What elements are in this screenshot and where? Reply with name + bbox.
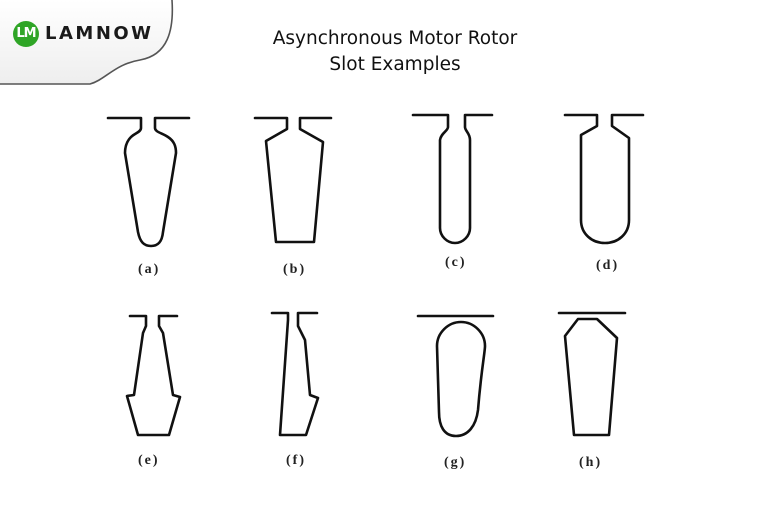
slot-shape-c bbox=[411, 113, 494, 245]
slot-label-b: (b) bbox=[283, 262, 307, 277]
slot-shape-d bbox=[563, 113, 645, 245]
slot-shape-b bbox=[253, 116, 333, 244]
slot-label-h: (h) bbox=[579, 455, 603, 470]
slot-label-d: (d) bbox=[596, 258, 620, 273]
logo-badge-icon: LM bbox=[13, 21, 39, 47]
logo-tab-shape bbox=[0, 0, 174, 85]
title-line-1: Asynchronous Motor Rotor bbox=[272, 28, 518, 49]
slot-label-g: (g) bbox=[444, 455, 467, 470]
brand-name: LAMNOW bbox=[45, 23, 154, 44]
slot-shape-a bbox=[106, 116, 191, 248]
brand-logo-tab: LM LAMNOW bbox=[0, 0, 190, 95]
slot-label-e: (e) bbox=[138, 453, 160, 468]
title-line-2: Slot Examples bbox=[329, 54, 461, 75]
slot-label-c: (c) bbox=[445, 255, 467, 270]
slot-label-f: (f) bbox=[286, 453, 306, 468]
slot-label-a: (a) bbox=[138, 262, 161, 277]
slot-shape-h bbox=[557, 311, 627, 437]
page-title: Asynchronous Motor Rotor Slot Examples bbox=[230, 26, 560, 78]
slot-shape-g bbox=[416, 314, 495, 438]
slot-shape-e bbox=[125, 314, 182, 437]
slot-shape-f bbox=[270, 311, 320, 437]
